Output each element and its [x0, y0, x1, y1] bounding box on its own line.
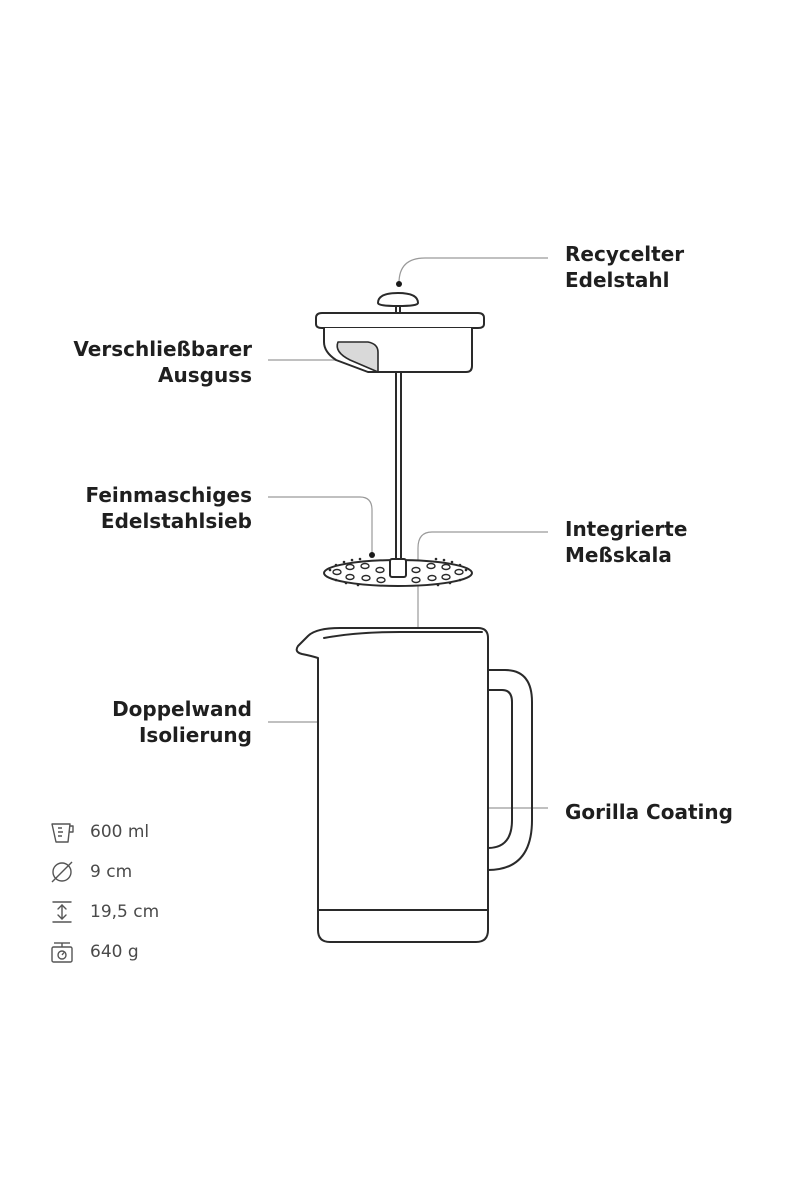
label-filter-line2: Edelstahlsieb — [100, 509, 252, 533]
specs-list: 600 ml 9 cm 19,5 cm 640 g — [48, 812, 248, 972]
scale-weight-icon — [51, 942, 73, 963]
label-recycled-steel: Recycelter Edelstahl — [565, 241, 684, 293]
label-coating-line1: Gorilla Coating — [565, 800, 733, 824]
spec-capacity-value: 600 ml — [90, 822, 150, 842]
label-insulation: Doppelwand Isolierung — [112, 696, 252, 748]
leader-filter — [268, 496, 373, 553]
label-scale-line1: Integrierte — [565, 517, 688, 541]
label-filter: Feinmaschiges Edelstahlsieb — [86, 482, 252, 534]
leader-recycled-steel — [398, 257, 548, 284]
label-spout: Verschließbarer Ausguss — [73, 336, 252, 388]
spec-height-value: 19,5 cm — [90, 902, 160, 922]
jug-handle — [487, 669, 533, 871]
height-icon — [52, 901, 72, 923]
filter-hub — [389, 558, 407, 578]
lid-plate — [315, 312, 485, 329]
label-recycled-steel-line2: Edelstahl — [565, 268, 670, 292]
spec-diameter: 9 cm — [48, 852, 248, 892]
label-spout-line1: Verschließbarer — [73, 337, 252, 361]
spec-weight: 640 g — [48, 932, 248, 972]
label-scale: Integrierte Meßskala — [565, 516, 687, 568]
label-filter-line1: Feinmaschiges — [85, 483, 252, 507]
french-press-drawing — [315, 292, 485, 587]
measuring-cup-icon — [51, 823, 74, 843]
label-recycled-steel-line1: Recycelter — [565, 242, 685, 266]
lid-knob — [377, 292, 419, 307]
spec-height: 19,5 cm — [48, 892, 248, 932]
filter-holes — [332, 562, 464, 584]
filter-rim-dots — [328, 557, 468, 587]
spec-capacity: 600 ml — [48, 812, 248, 852]
spec-diameter-value: 9 cm — [90, 862, 133, 882]
leader-scale — [417, 531, 548, 632]
diameter-icon — [51, 861, 73, 883]
spout-shade — [336, 341, 379, 373]
jug-rim — [323, 631, 483, 639]
jug-handle-inner — [487, 689, 513, 849]
dot-filter — [369, 552, 375, 558]
label-spout-line2: Ausguss — [158, 363, 252, 387]
jug-body — [295, 627, 489, 943]
label-insulation-line1: Doppelwand — [112, 697, 252, 721]
label-coating: Gorilla Coating — [565, 799, 733, 825]
label-scale-line2: Meßskala — [565, 543, 672, 567]
label-insulation-line2: Isolierung — [138, 723, 252, 747]
dot-recycled-steel — [396, 281, 402, 287]
spec-weight-value: 640 g — [90, 942, 139, 962]
jug-drawing — [295, 627, 533, 943]
plunger-rod — [395, 371, 402, 561]
